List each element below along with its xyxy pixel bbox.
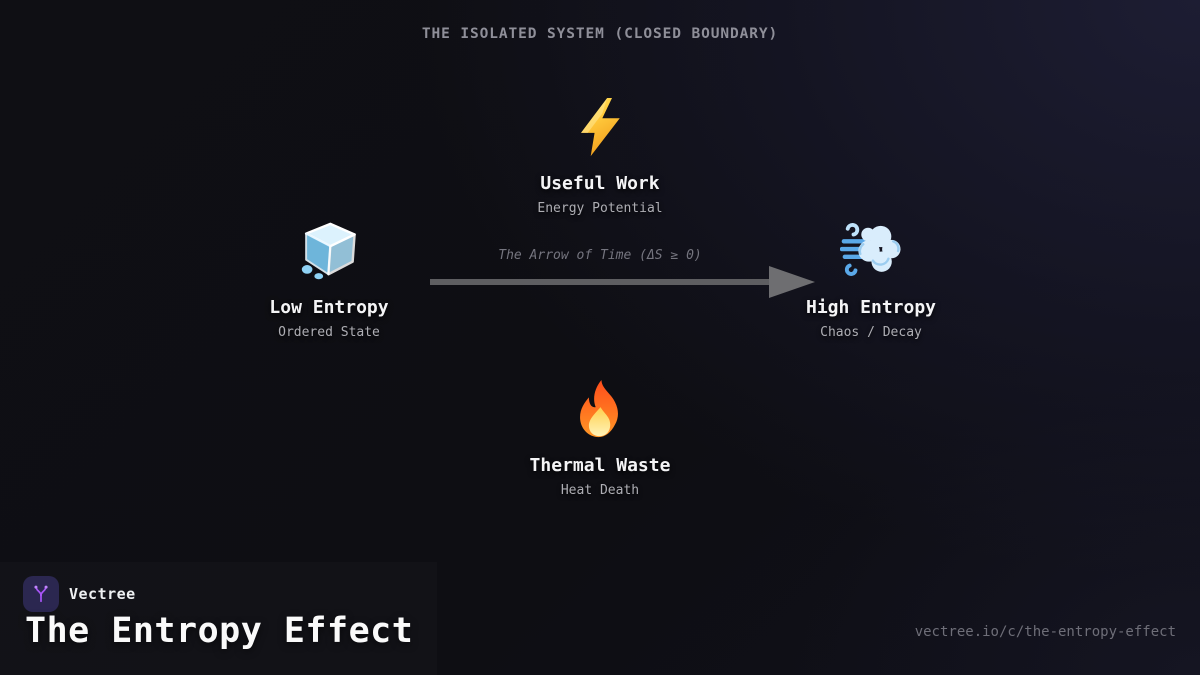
node-high-entropy: High Entropy Chaos / Decay [806,220,936,343]
node-thermal-waste: Thermal Waste Heat Death [529,378,671,501]
wind-dash-icon [839,220,902,282]
node-title: High Entropy [805,297,937,318]
page-title: The Entropy Effect [25,611,414,651]
node-title: Useful Work [540,173,660,194]
node-subtitle: Heat Death [560,483,640,498]
vectree-logo [23,576,59,612]
page-url: vectree.io/c/the-entropy-effect [914,624,1176,640]
brand-name: Vectree [69,585,136,603]
node-title: Low Entropy [269,297,389,318]
node-useful-work: Useful Work Energy Potential [537,96,663,219]
ice-cube-icon [298,220,360,282]
lightning-bolt-icon [569,96,631,158]
node-low-entropy: Low Entropy Ordered State [269,220,389,343]
node-subtitle: Energy Potential [537,201,663,216]
arrow-of-time-label: The Arrow of Time (ΔS ≥ 0) [498,248,702,263]
fire-icon [569,378,631,440]
arrow-line [430,279,773,285]
arrow-head-icon [769,266,815,298]
system-boundary-title: THE ISOLATED SYSTEM (CLOSED BOUNDARY) [421,26,779,42]
node-title: Thermal Waste [529,455,671,476]
node-subtitle: Chaos / Decay [820,325,922,340]
vectree-branch-icon [34,585,48,603]
brand-row: Vectree [23,576,136,612]
node-subtitle: Ordered State [278,325,380,340]
